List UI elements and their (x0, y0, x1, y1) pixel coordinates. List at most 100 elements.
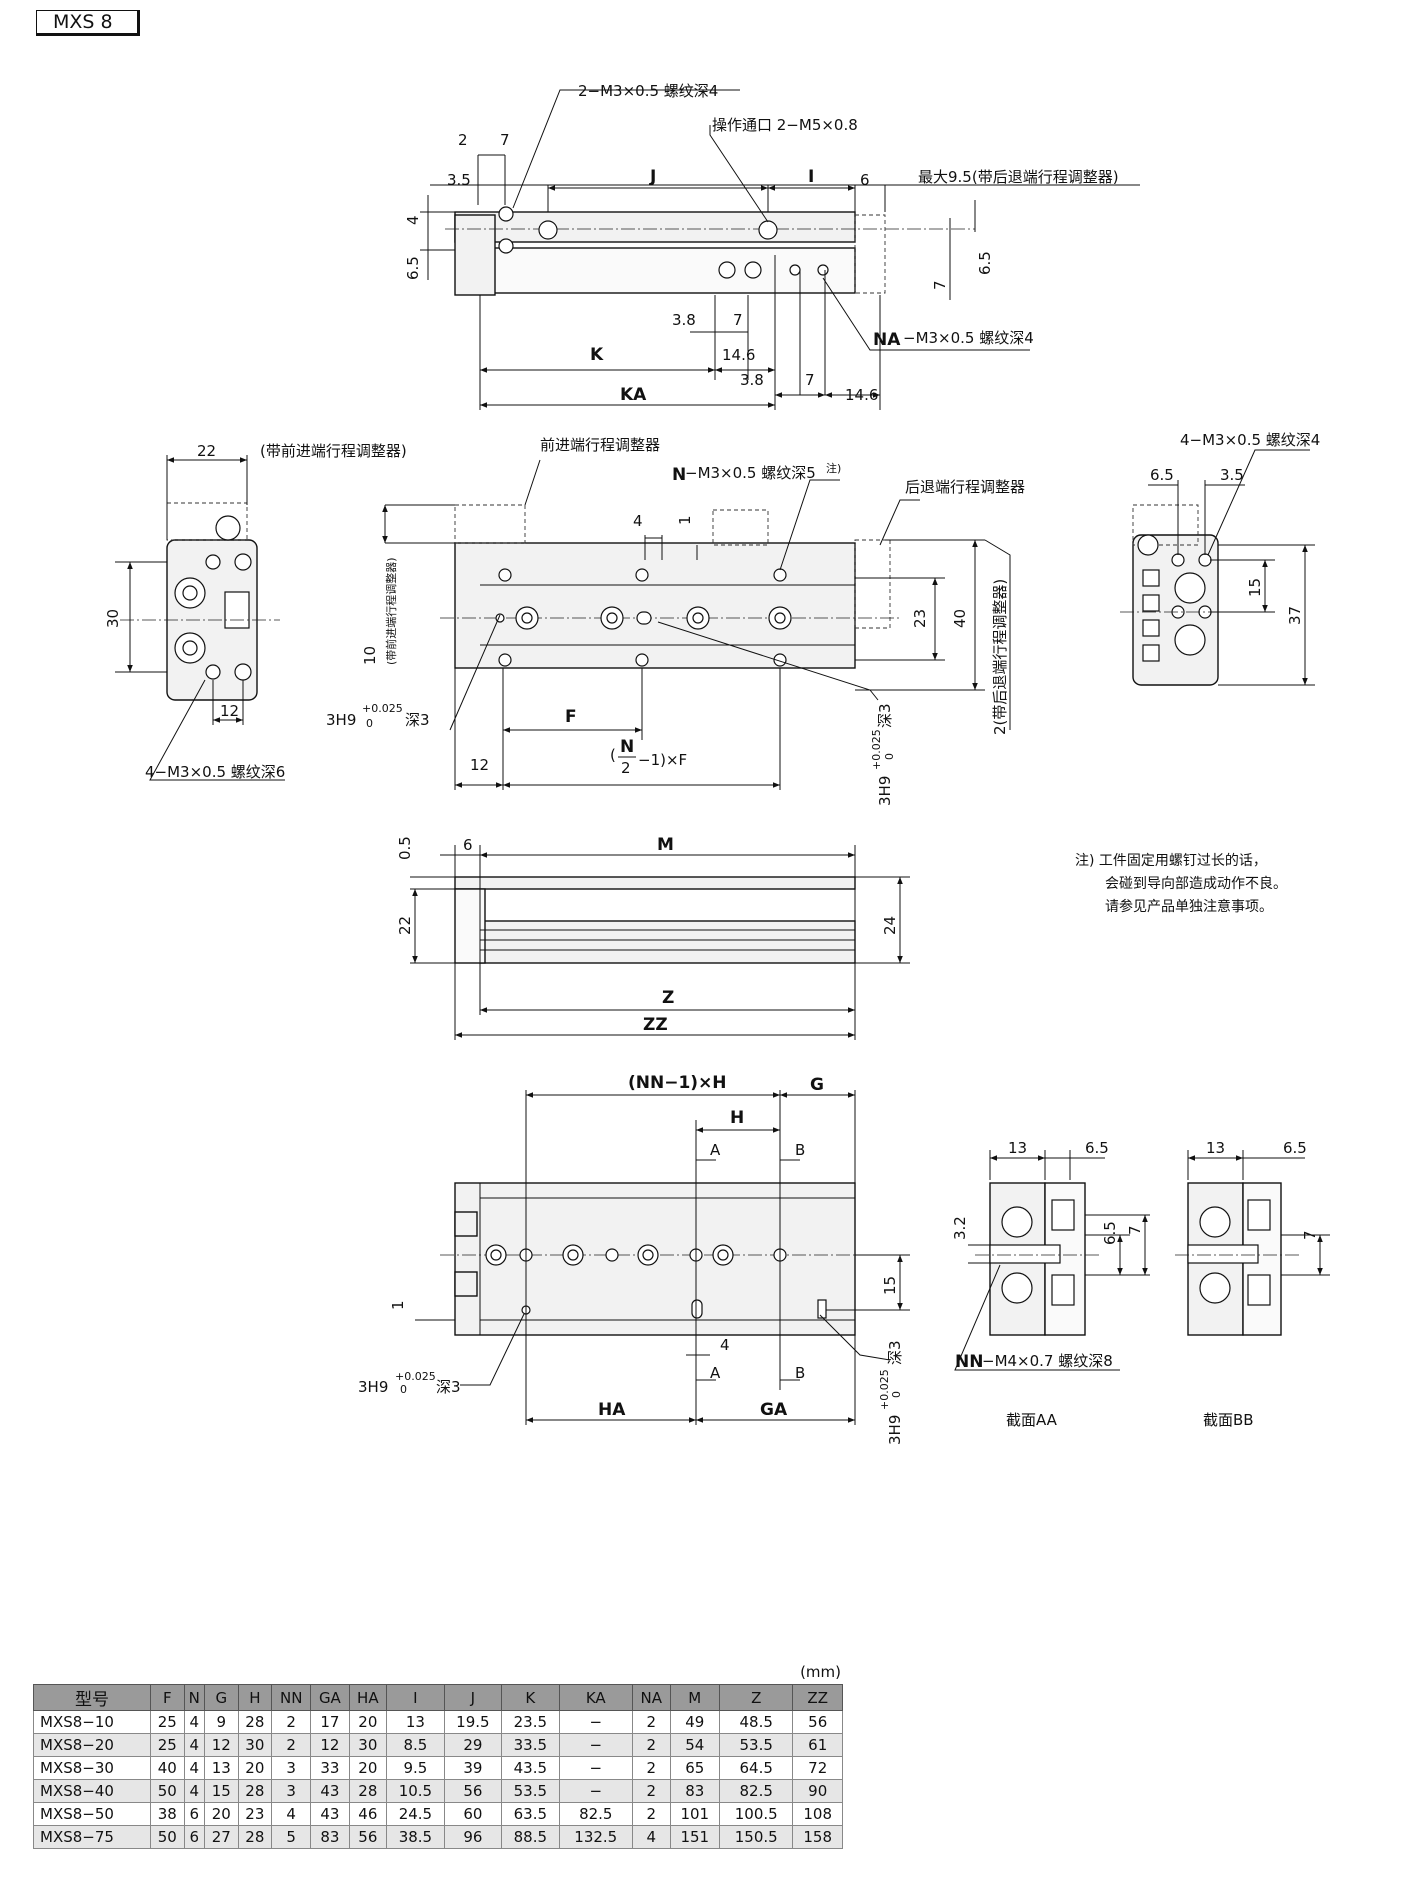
table-cell: 29 (443, 1733, 503, 1757)
table-cell: 61 (792, 1733, 843, 1757)
table-cell: 2 (631, 1756, 671, 1780)
table-unit: (mm) (800, 1663, 841, 1681)
table-header-cell: N (183, 1684, 205, 1711)
table-cell: 38.5 (386, 1825, 445, 1849)
table-header-cell: NN (271, 1684, 312, 1711)
dim-j: J (649, 167, 656, 187)
bottom-depth: 深3 (436, 1378, 461, 1396)
elev-dim-z: Z (662, 988, 674, 1008)
table-cell: 40 (150, 1756, 185, 1780)
table-cell: 20 (348, 1710, 388, 1734)
front-tol-low: 0 (366, 717, 373, 730)
aa-dim-3-2: 3.2 (951, 1216, 969, 1240)
table-cell: 2 (271, 1710, 312, 1734)
table-header-cell: HA (348, 1684, 388, 1711)
table-cell: 25 (150, 1710, 185, 1734)
elev-dim-m: M (657, 835, 674, 855)
table-cell: 24.5 (386, 1802, 445, 1826)
table-cell: 56 (443, 1779, 503, 1803)
rear-adj-label: 后退端行程调整器 (905, 478, 1025, 496)
table-cell: 46 (348, 1802, 388, 1826)
table-cell: 2 (631, 1710, 671, 1734)
table-cell-model: MXS8−40 (33, 1779, 151, 1803)
bottom-dim-h: H (730, 1108, 744, 1128)
bottom-dim-4: 4 (720, 1336, 730, 1354)
table-cell-model: MXS8−50 (33, 1802, 151, 1826)
elev-dim-22: 22 (396, 916, 414, 935)
table-cell: 100.5 (719, 1802, 794, 1826)
dim-7-low: 7 (805, 371, 815, 389)
table-cell-model: MXS8−10 (33, 1710, 151, 1734)
na-label: NA (873, 330, 901, 350)
table-cell: 49 (669, 1710, 721, 1734)
table-cell: 43.5 (501, 1756, 560, 1780)
bottom-nn-h: (NN−1)×H (628, 1073, 727, 1093)
table-cell: 4 (631, 1825, 671, 1849)
table-cell: − (558, 1710, 633, 1734)
table-cell: 43 (310, 1802, 350, 1826)
front-dim-f: F (565, 707, 577, 727)
end-view: 4−M3×0.5 螺纹深4 6.5 3.5 15 37 (1120, 431, 1320, 686)
side-elevation: 0.5 6 M 22 24 Z ZZ (396, 835, 910, 1040)
end-dim-6-5: 6.5 (1150, 466, 1174, 484)
front-dim-4: 4 (633, 512, 643, 530)
nn-label: NN (955, 1352, 983, 1372)
technical-drawing: 2−M3×0.5 螺纹深4 操作通口 2−M5×0.8 最大9.5(带后退端行程… (104, 82, 1330, 1445)
table-cell: 50 (150, 1779, 185, 1803)
table-header-cell: Z (719, 1684, 794, 1711)
table-header-cell: GA (310, 1684, 350, 1711)
table-cell: 10.5 (386, 1779, 445, 1803)
dim-6-5-top: 6.5 (404, 256, 422, 280)
table-cell: 39 (443, 1756, 503, 1780)
assembly-note: 注) 工件固定用螺钉过长的话， 会碰到导向部造成动作不良。 请参见产品单独注意事… (1075, 850, 1287, 919)
table-cell: 33 (310, 1756, 350, 1780)
table-cell: 20 (237, 1756, 273, 1780)
nf-n: N (620, 737, 634, 757)
table-cell: 53.5 (719, 1733, 794, 1757)
table-cell: 43 (310, 1779, 350, 1803)
table-cell: 82.5 (719, 1779, 794, 1803)
n-tap-label: −M3×0.5 螺纹深5 (685, 464, 816, 482)
dim-i: I (808, 167, 814, 187)
dim-3-8-b: 3.8 (740, 371, 764, 389)
table-cell: 48.5 (719, 1710, 794, 1734)
table-cell: 28 (348, 1779, 388, 1803)
nf-paren: ( (610, 746, 616, 764)
table-cell: 60 (443, 1802, 503, 1826)
table-header-cell: 型号 (33, 1684, 151, 1711)
note-mark: 注) (826, 461, 841, 475)
side-dim-12: 12 (220, 702, 239, 720)
table-cell: 9.5 (386, 1756, 445, 1780)
table-cell: 30 (237, 1733, 273, 1757)
bottom-dim-1: 1 (389, 1300, 407, 1310)
front-dim-1: 1 (676, 515, 694, 525)
table-cell: 65 (669, 1756, 721, 1780)
table-header-cell: H (237, 1684, 273, 1711)
table-cell: 82.5 (558, 1802, 633, 1826)
section-bb: 13 6.5 7 截面BB (1175, 1139, 1330, 1429)
table-cell: 150.5 (719, 1825, 794, 1849)
bottom-dim-b-top: B (795, 1141, 805, 1159)
front-hole-3h9: 3H9 (326, 711, 356, 729)
aa-dim-13: 13 (1008, 1139, 1027, 1157)
side-dim-22: 22 (197, 442, 216, 460)
dim-14-6-b: 14.6 (845, 386, 878, 404)
table-cell: 30 (348, 1733, 388, 1757)
dim-6-top: 6 (860, 171, 870, 189)
front-dim-2-note: 2(带后退端行程调整器) (991, 579, 1009, 735)
table-cell: 56 (792, 1710, 843, 1734)
table-cell: 90 (792, 1779, 843, 1803)
bottom-view: (NN−1)×H G H A B 1 15 4 A B HA GA 3H9 +0… (358, 1073, 910, 1445)
dim-k: K (590, 345, 604, 365)
note-line-3: 请参见产品单独注意事项。 (1105, 899, 1273, 915)
table-header-cell: J (443, 1684, 503, 1711)
bottom-tol-low-v: 0 (890, 1391, 903, 1398)
